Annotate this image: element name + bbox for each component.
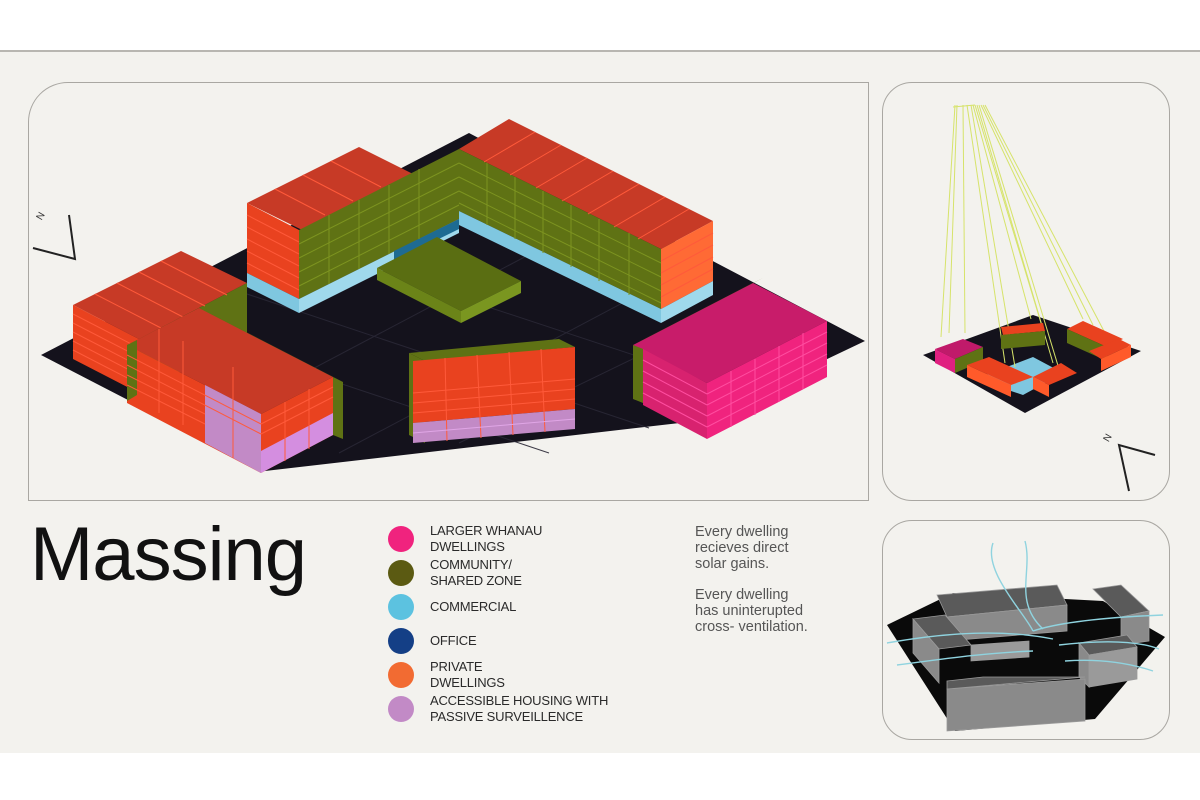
legend-label: OFFICE	[430, 633, 477, 648]
color-swatch-icon	[388, 662, 414, 688]
building-east-block	[458, 119, 714, 323]
note-ventilation: Every dwelling has uninterupted cross- v…	[695, 587, 808, 635]
solar-access-diagram: N	[923, 104, 1156, 492]
cross-ventilation-panel	[882, 520, 1170, 740]
color-swatch-icon	[388, 560, 414, 586]
legend-item-community: COMMUNITY/ SHARED ZONE	[388, 556, 658, 590]
north-arrow-icon: N	[32, 210, 77, 261]
note-solar: Every dwelling recieves direct solar gai…	[695, 524, 789, 572]
building-north-block	[246, 147, 460, 313]
color-swatch-icon	[388, 526, 414, 552]
solar-access-panel: N	[882, 82, 1170, 501]
color-swatch-icon	[388, 594, 414, 620]
color-swatch-icon	[388, 628, 414, 654]
cross-ventilation-diagram	[886, 540, 1165, 732]
legend-label: PRIVATE DWELLINGS	[430, 659, 505, 690]
legend-item-office: OFFICE	[388, 624, 658, 658]
legend-label: LARGER WHANAU DWELLINGS	[430, 523, 543, 554]
legend: LARGER WHANAU DWELLINGS COMMUNITY/ SHARE…	[388, 522, 658, 726]
color-swatch-icon	[388, 696, 414, 722]
massing-isometric-model: N	[32, 119, 865, 473]
community-pavilion	[377, 237, 521, 323]
legend-label: COMMERCIAL	[430, 599, 517, 614]
north-arrow-icon: N	[1102, 432, 1156, 492]
svg-text:N: N	[35, 210, 48, 222]
building-whanau-block	[633, 278, 828, 439]
legend-item-accessible: ACCESSIBLE HOUSING WITH PASSIVE SURVEILL…	[388, 692, 658, 726]
presentation-board: N	[0, 50, 1200, 753]
svg-text:N: N	[1102, 432, 1115, 444]
building-southwest-block	[126, 308, 343, 473]
wind-flow-lines	[886, 540, 1164, 672]
legend-item-commercial: COMMERCIAL	[388, 590, 658, 624]
building-south-block	[409, 339, 576, 443]
solar-ray-lines	[940, 104, 1106, 370]
main-massing-panel: N	[28, 82, 869, 501]
design-notes: Every dwelling recieves direct solar gai…	[695, 524, 875, 650]
legend-label: ACCESSIBLE HOUSING WITH PASSIVE SURVEILL…	[430, 693, 609, 724]
legend-label: COMMUNITY/ SHARED ZONE	[430, 557, 522, 588]
legend-item-larger-whanau: LARGER WHANAU DWELLINGS	[388, 522, 658, 556]
legend-item-private: PRIVATE DWELLINGS	[388, 658, 658, 692]
page-title: Massing	[30, 512, 307, 597]
